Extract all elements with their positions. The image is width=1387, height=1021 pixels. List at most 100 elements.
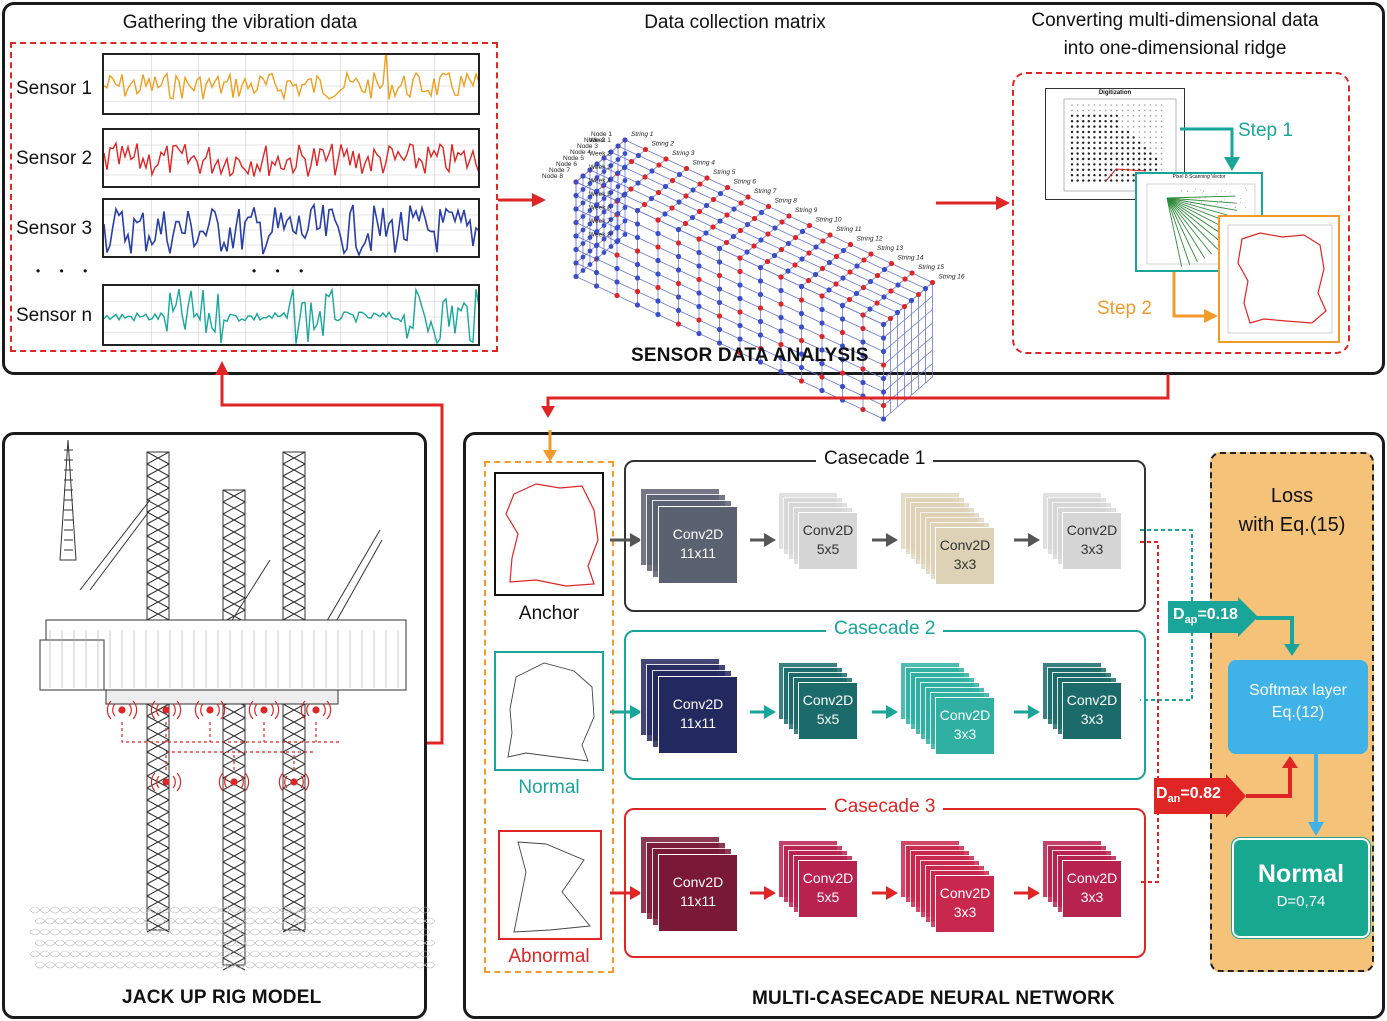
digitization-plot-graphic <box>1063 98 1177 192</box>
dap-label: Dap=0.18 <box>1173 606 1238 626</box>
layer-name: Conv2D <box>939 537 991 553</box>
cascade-1-entry-arrow <box>610 533 642 547</box>
sensor-data-analysis-label: SENSOR DATA ANALYSIS <box>631 345 869 366</box>
layer-name: Conv2D <box>1066 870 1118 886</box>
cascade-3-title: Casecade 3 <box>826 796 944 818</box>
sensor-1-label: Sensor 1 <box>16 78 93 99</box>
layer-size: 3x3 <box>1080 541 1104 557</box>
matrix-week-label: Week 2 <box>589 151 611 158</box>
gather-title: Gathering the vibration data <box>122 12 358 33</box>
jack-up-rig-drawing <box>29 439 436 971</box>
cascade-2-layer-4-label: Conv2D 3x3 <box>1062 691 1122 729</box>
cascade-2-arrow-3 <box>1014 705 1040 719</box>
layer-size: 11x11 <box>679 545 717 561</box>
cascade-1-layer-3: Conv2D 3x3 <box>900 492 1000 590</box>
matrix-node-label: Node 1 <box>591 131 612 138</box>
sensor-3-chart <box>104 200 478 256</box>
sensor-2-label: Sensor 2 <box>16 148 93 169</box>
matrix-week-label: Week 8 <box>589 232 611 239</box>
matrix-string-label: String 5 <box>713 169 736 176</box>
cascade-3-arrow-1 <box>750 886 776 900</box>
cascade-2-layer-1: Conv2D 11x11 <box>640 658 744 760</box>
matrix-string-label: String 4 <box>693 160 716 167</box>
dap-prefix: D <box>1173 606 1185 623</box>
layer-name: Conv2D <box>672 696 724 712</box>
matrix-string-label: String 12 <box>857 236 883 243</box>
digitization-plot-title: Digitization <box>1098 90 1132 96</box>
convert-title-line1: Converting multi-dimensional data <box>1031 10 1319 31</box>
output-label: Normal <box>1257 860 1345 888</box>
ellipsis-left: • • • <box>36 264 96 278</box>
layer-name: Conv2D <box>939 707 991 723</box>
cascade-1-layer-2: Conv2D 5x5 <box>778 492 863 575</box>
matrix-week-label: Week 5 <box>589 191 611 198</box>
matrix-string-label: String 10 <box>816 217 842 224</box>
layer-size: 3x3 <box>1080 711 1104 727</box>
feature-map <box>1062 512 1122 570</box>
cascade-2-layer-1-label: Conv2D 11x11 <box>658 695 738 733</box>
feature-map <box>798 512 858 570</box>
matrix-node-label: Node 5 <box>563 155 584 162</box>
feature-map <box>798 682 858 740</box>
anchor-thumbnail <box>494 472 604 596</box>
convert-title-line2: into one-dimensional ridge <box>1063 38 1287 59</box>
arrow-matrix-to-convert <box>936 196 1010 210</box>
cascade-1-arrow-1 <box>750 533 776 547</box>
feature-map <box>935 697 995 755</box>
sensor-3-signal <box>102 198 480 258</box>
loss-title-line1: Loss <box>1270 485 1314 507</box>
cascade-loss-connectors <box>1140 529 1193 883</box>
feature-map <box>658 854 738 932</box>
layer-size: 11x11 <box>679 715 717 731</box>
cascade-1-layer-1-label: Conv2D 11x11 <box>658 525 738 563</box>
sensor-region <box>10 42 498 352</box>
softmax-layer: Softmax layer Eq.(12) <box>1228 660 1368 754</box>
feature-map <box>1062 682 1122 740</box>
step-1-label: Step 1 <box>1238 120 1293 141</box>
input-down-arrow <box>543 430 557 462</box>
feature-map <box>935 875 995 933</box>
matrix-node-label: Node 3 <box>577 143 598 150</box>
matrix-week-label: Week 3 <box>589 164 611 171</box>
sensor-n-chart <box>104 286 478 344</box>
neural-network-label: MULTI-CASECADE NEURAL NETWORK <box>752 988 1115 1009</box>
sensor-n-signal <box>102 284 480 346</box>
softmax-to-output-arrow <box>1308 754 1324 836</box>
scanning-plot-graphic <box>1146 183 1256 267</box>
layer-size: 5x5 <box>816 541 840 557</box>
ellipsis-mid: • • • <box>252 264 312 278</box>
dan-label: Dan=0.82 <box>1156 785 1221 805</box>
dan-arrow <box>1154 774 1246 818</box>
matrix-string-label: String 15 <box>918 264 944 271</box>
layer-name: Conv2D <box>1066 692 1118 708</box>
layer-name: Conv2D <box>802 870 854 886</box>
cascade-1-layer-1: Conv2D 11x11 <box>640 488 744 590</box>
normal-thumbnail <box>494 651 604 771</box>
anchor-label: Anchor <box>518 603 580 624</box>
cascade-2-arrow-1 <box>750 705 776 719</box>
layer-name: Conv2D <box>672 526 724 542</box>
layer-size: 3x3 <box>953 556 977 572</box>
feature-map <box>658 676 738 754</box>
dan-prefix: D <box>1156 785 1168 802</box>
matrix-string-label: String 3 <box>672 150 695 157</box>
matrix-string-label: String 6 <box>734 179 757 186</box>
layer-name: Conv2D <box>939 885 991 901</box>
arrow-convert-to-network <box>541 374 1170 418</box>
cascade-3-entry-arrow <box>610 886 642 900</box>
layer-name: Conv2D <box>802 522 854 538</box>
feature-map <box>1062 860 1122 918</box>
matrix-week-label: Week 7 <box>589 218 611 225</box>
cascade-3-arrow-2 <box>872 886 898 900</box>
jack-up-rig-label: JACK UP RIG MODEL <box>122 987 322 1008</box>
cascade-2-entry-arrow <box>610 705 642 719</box>
cascade-2-title: Casecade 2 <box>826 618 944 640</box>
